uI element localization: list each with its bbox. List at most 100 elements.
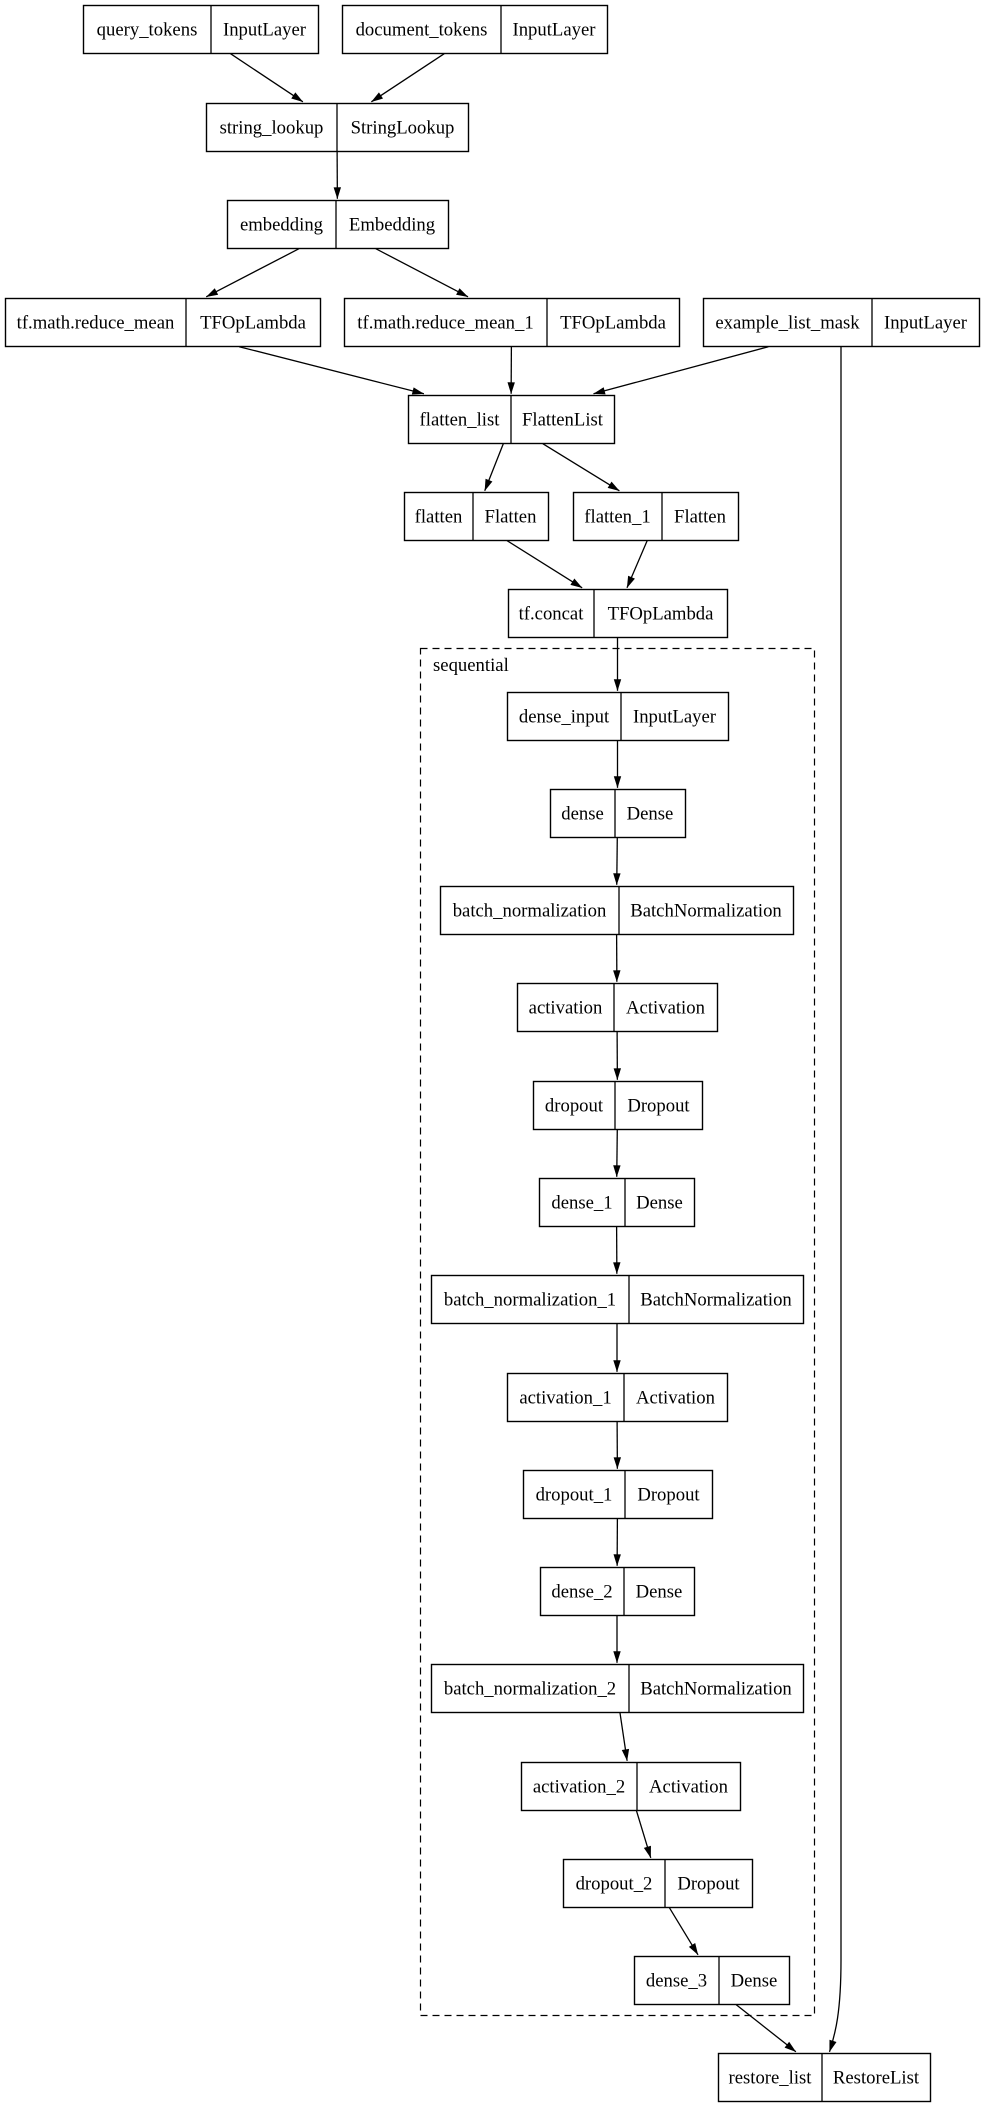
node-name-label: batch_normalization_1 (444, 1290, 616, 1311)
node-box (539, 1566, 696, 1617)
edge-dropout--dense_1 (613, 1129, 621, 1178)
node-box (430, 1274, 805, 1325)
edge-flatten_1--tf.concat (626, 540, 648, 589)
node-type-label: RestoreList (833, 2068, 920, 2089)
node-embedding: embedding Embedding (226, 199, 450, 250)
node-name-label: dense_2 (551, 1582, 612, 1603)
node-box (522, 1469, 714, 1520)
node-dense_1: dense_1 Dense (538, 1177, 696, 1228)
node-box (633, 1955, 791, 2006)
node-name-label: dropout_1 (536, 1485, 613, 1506)
edge-activation_2--dropout_2 (635, 1810, 652, 1859)
node-name-label: dense_input (519, 707, 610, 728)
node-type-label: TFOpLambda (608, 604, 715, 625)
node-type-label: Dense (636, 1193, 683, 1214)
node-type-label: InputLayer (223, 20, 307, 41)
node-type-label: TFOpLambda (200, 313, 307, 334)
node-type-label: Dropout (677, 1874, 740, 1895)
node-type-label: Flatten (674, 507, 727, 528)
node-name-label: tf.math.reduce_mean (17, 313, 175, 334)
node-dense: dense Dense (549, 788, 687, 839)
node-activation: activation Activation (516, 982, 719, 1033)
node-tf.math.reduce_mean: tf.math.reduce_mean TFOpLambda (4, 297, 322, 348)
node-type-label: InputLayer (633, 707, 717, 728)
edge-tf.math.reduce_mean--flatten_list (239, 346, 425, 395)
edge-dense--batch_normalization (613, 837, 621, 886)
node-box (430, 1663, 805, 1714)
node-box (520, 1761, 742, 1812)
node-type-label: TFOpLambda (560, 313, 667, 334)
node-name-label: document_tokens (356, 20, 488, 41)
node-name-label: dense_3 (646, 1971, 707, 1992)
node-box (343, 297, 681, 348)
node-type-label: Activation (649, 1777, 729, 1798)
node-type-label: Embedding (349, 215, 435, 236)
node-type-label: BatchNormalization (640, 1290, 792, 1311)
node-type-label: Dropout (627, 1096, 690, 1117)
node-box (562, 1858, 754, 1909)
node-type-label: InputLayer (512, 20, 596, 41)
node-name-label: dense_1 (551, 1193, 612, 1214)
node-name-label: tf.concat (519, 604, 585, 625)
node-restore_list: restore_list RestoreList (717, 2052, 932, 2103)
node-dense_2: dense_2 Dense (539, 1566, 696, 1617)
edge-flatten_list--flatten (484, 443, 504, 492)
node-box (549, 788, 687, 839)
node-name-label: dense (561, 804, 604, 825)
node-name-label: activation_1 (519, 1388, 611, 1409)
node-dense_input: dense_input InputLayer (506, 691, 730, 742)
edge-flatten--tf.concat (506, 540, 583, 589)
node-query_tokens: query_tokens InputLayer (82, 4, 320, 55)
node-name-label: restore_list (728, 2068, 812, 2089)
node-name-label: batch_normalization_2 (444, 1679, 616, 1700)
node-box (403, 491, 550, 542)
node-box (226, 199, 450, 250)
node-document_tokens: document_tokens InputLayer (341, 4, 609, 55)
node-batch_normalization_1: batch_normalization_1 BatchNormalization (430, 1274, 805, 1325)
node-type-label: Dense (627, 804, 674, 825)
node-box (506, 1372, 729, 1423)
node-type-label: BatchNormalization (640, 1679, 792, 1700)
node-type-label: InputLayer (884, 313, 968, 334)
edge-query_tokens--string_lookup (230, 53, 304, 103)
node-type-label: Dense (636, 1582, 683, 1603)
node-name-label: dropout_2 (576, 1874, 653, 1895)
edge-dense_3--restore_list (735, 2004, 797, 2053)
node-name-label: query_tokens (97, 20, 198, 41)
node-name-label: activation (529, 998, 603, 1019)
node-box (572, 491, 740, 542)
node-batch_normalization_2: batch_normalization_2 BatchNormalization (430, 1663, 805, 1714)
node-name-label: flatten_list (420, 410, 501, 431)
edge-embedding--tf.math.reduce_mean (205, 248, 300, 298)
node-dense_3: dense_3 Dense (633, 1955, 791, 2006)
node-name-label: batch_normalization (453, 901, 607, 922)
node-activation_1: activation_1 Activation (506, 1372, 729, 1423)
node-type-label: Activation (626, 998, 706, 1019)
node-type-label: Dense (731, 1971, 778, 1992)
node-box (4, 297, 322, 348)
cluster-sequential-label: sequential (433, 655, 509, 676)
node-box (532, 1080, 704, 1131)
edge-document_tokens--string_lookup (371, 53, 445, 103)
node-dropout_2: dropout_2 Dropout (562, 1858, 754, 1909)
node-box (516, 982, 719, 1033)
node-box (439, 885, 795, 936)
node-name-label: embedding (240, 215, 323, 236)
node-box (341, 4, 609, 55)
node-example_list_mask: example_list_mask InputLayer (702, 297, 981, 348)
edge-example_list_mask--restore_list (828, 346, 842, 2053)
node-name-label: example_list_mask (715, 313, 860, 334)
node-box (538, 1177, 696, 1228)
node-type-label: StringLookup (351, 118, 455, 139)
node-name-label: activation_2 (533, 1777, 625, 1798)
node-type-label: Activation (636, 1388, 716, 1409)
node-type-label: Dropout (637, 1485, 700, 1506)
node-box (717, 2052, 932, 2103)
